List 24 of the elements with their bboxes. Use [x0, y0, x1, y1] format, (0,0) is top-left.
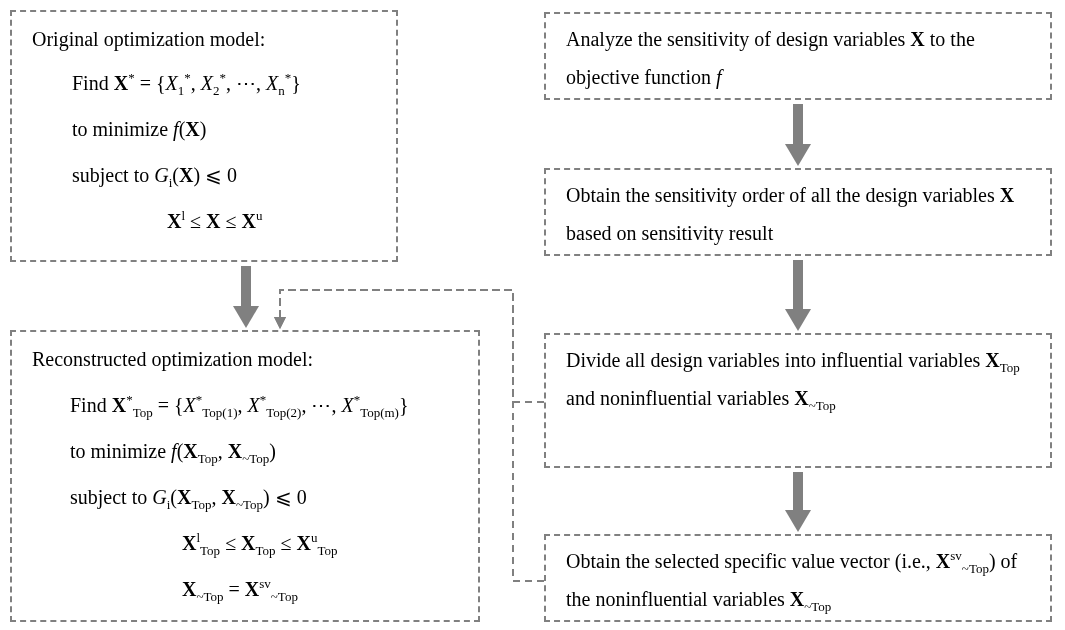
- process-box: [544, 12, 1052, 100]
- step-text: Obtain the sensitivity order of all the design variables X based on sensitivity result: [565, 183, 1016, 247]
- arrow: [785, 104, 811, 166]
- arrow: [785, 260, 811, 331]
- box-heading: Original optimization model:: [32, 27, 266, 52]
- formula-line: to minimize f(X): [72, 117, 207, 142]
- formula-line: X$^{l}$ ≤ X ≤ X$^{u}$: [167, 208, 263, 234]
- arrow: [233, 266, 259, 328]
- formula-line: Find X$^{*}$ = {X$_{1}$$^{*}$, X$_{2}$$^{*}$, ⋯, X$_{n}$$^{*}$}: [72, 70, 301, 96]
- step-text: Obtain the selected specific value vector (i.e., X$^{sv}$$_{~Top}$) of the noninfluential variables X$_{~Top}$: [565, 547, 1019, 616]
- dashed-arrow: [274, 289, 545, 582]
- model-box: [10, 330, 480, 622]
- formula-line: subject to G$_{i}$(X$_{Top}$, X$_{~Top}$) ⩽ 0: [70, 485, 307, 510]
- model-box: [10, 10, 398, 262]
- formula-line: Find X$^{*}$$_{Top}$ = {X$^{*}$$_{Top(1)}$, X$^{*}$$_{Top(2)}$, ⋯, X$^{*}$$_{Top(m)}$}: [70, 392, 409, 418]
- process-box: [544, 168, 1052, 256]
- step-text: Divide all design variables into influential variables X$_{Top}$ and noninfluential variables X$_{~Top}$: [565, 348, 1021, 415]
- box-heading: Reconstructed optimization model:: [32, 347, 314, 372]
- step-text: Analyze the sensitivity of design variables X to the objective function f: [565, 27, 976, 91]
- arrow: [785, 472, 811, 532]
- process-box: [544, 333, 1052, 468]
- formula-line: to minimize f(X$_{Top}$, X$_{~Top}$): [70, 439, 277, 464]
- process-box: [544, 534, 1052, 622]
- formula-line: subject to G$_{i}$(X) ⩽ 0: [72, 163, 238, 188]
